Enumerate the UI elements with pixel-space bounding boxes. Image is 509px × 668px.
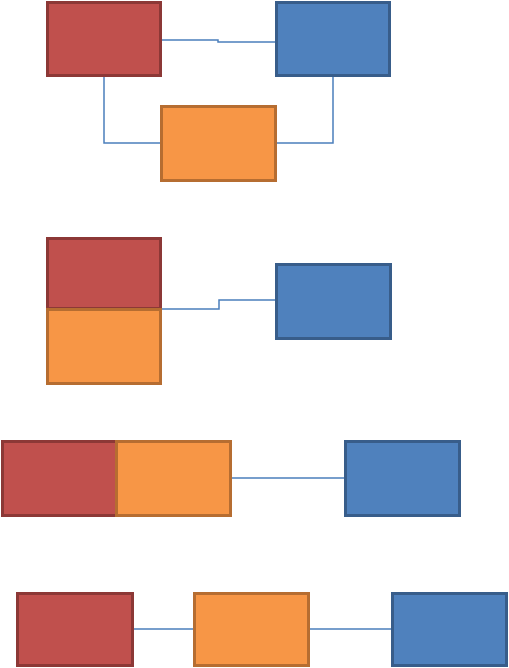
orange-box[interactable] bbox=[46, 308, 162, 385]
orange-box[interactable] bbox=[193, 592, 310, 667]
orange-box[interactable] bbox=[115, 440, 232, 517]
red-box[interactable] bbox=[16, 592, 134, 667]
red-box[interactable] bbox=[1, 440, 118, 517]
connector-red-blue bbox=[161, 39, 276, 43]
red-box[interactable] bbox=[46, 1, 162, 77]
blue-box[interactable] bbox=[391, 592, 508, 667]
red-box[interactable] bbox=[46, 237, 162, 310]
blue-box[interactable] bbox=[275, 263, 392, 340]
blue-box[interactable] bbox=[275, 1, 391, 77]
connector-shape-blue bbox=[161, 299, 276, 310]
connector-red-orange bbox=[103, 76, 161, 144]
orange-box[interactable] bbox=[160, 105, 277, 182]
blue-box[interactable] bbox=[344, 440, 461, 517]
connector-blue-orange bbox=[276, 76, 334, 144]
